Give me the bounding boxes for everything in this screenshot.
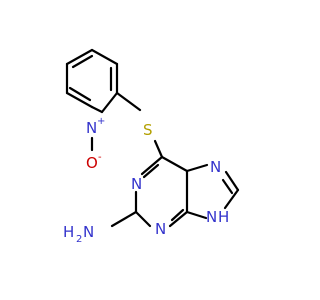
bond-c5-c6 (160, 155, 189, 173)
charge-plus: + (97, 116, 105, 127)
bond-c2-amine (110, 210, 138, 228)
atom-purine-n9: N (206, 208, 217, 226)
bond-c6-c5 (65, 91, 94, 109)
atom-sulfur: S (143, 121, 153, 139)
bond-c2-n3 (134, 210, 152, 228)
atom-oxide-o: O (86, 154, 98, 172)
bond-c6-c5-inner (68, 86, 92, 102)
bond-n7-c8-inner (221, 178, 234, 195)
bond-c6-n1-inner (142, 163, 160, 179)
bond-c1-s (115, 91, 142, 112)
bond-n3-c4 (168, 210, 189, 228)
bond-c8-n9 (223, 188, 240, 210)
bond-c6-n1 (140, 155, 164, 176)
bond-n9-c4 (185, 210, 208, 220)
atom-amine-n: N (83, 223, 94, 241)
atom-pyridine-n: N (86, 119, 97, 137)
bond-c4-c3-inner (71, 54, 94, 69)
pyridine-ring (65, 48, 142, 152)
atom-purine-n7: N (210, 158, 221, 176)
charge-minus: - (98, 152, 102, 163)
atom-purine-n1: N (131, 175, 142, 193)
bond-n7-c8 (224, 170, 240, 192)
atom-amine-h2: H (63, 223, 74, 241)
molecule-structure: N + O - S N N N N H H 2 N (63, 48, 240, 245)
bond-c3-c2 (90, 48, 119, 66)
atom-purine-n9-h: H (218, 208, 229, 226)
purine-six-ring (110, 155, 189, 228)
molecule-canvas: N + O - S N N N N H H 2 N (63, 48, 240, 245)
bond-n3-c4-inner (170, 208, 185, 222)
purine-five-ring (185, 163, 240, 220)
atom-purine-n3: N (155, 220, 166, 238)
bond-c4-c3 (65, 48, 94, 66)
amine-subscript: 2 (76, 234, 82, 245)
bond-n-c6 (90, 105, 104, 114)
bond-c5-n7 (185, 163, 209, 173)
bond-s-c6 (153, 139, 164, 159)
bond-c1-n (100, 91, 119, 114)
